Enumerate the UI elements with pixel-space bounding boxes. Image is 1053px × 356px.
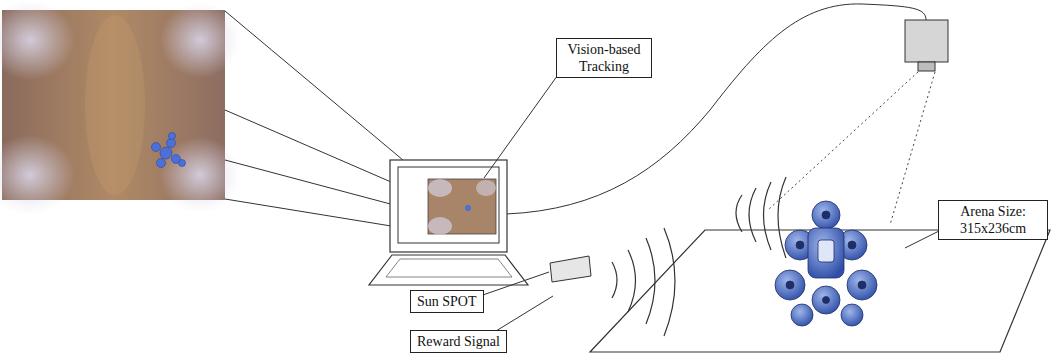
tracking-label-box: Vision-based Tracking [556,38,652,78]
box-label: Arena Size: 315x236cm [945,203,1041,237]
robot-cluster [775,201,877,326]
arena-size-box: Arena Size: 315x236cm [938,200,1048,240]
camera-photo [0,0,240,215]
sun-spot-device [550,256,591,282]
camera [905,20,948,71]
arena-floor [590,230,1050,352]
reward-signal-box: Reward Signal [410,330,507,353]
sun-spot-label-box: Sun SPOT [410,290,484,313]
box-label: Vision-based Tracking [563,41,645,75]
signal-wave [612,177,786,336]
box-label: Sun SPOT [417,293,477,310]
camera-view [768,72,935,225]
laptop [369,160,528,285]
camera-cable [506,4,926,214]
box-label: Reward Signal [417,333,500,350]
leader-line [480,72,945,331]
